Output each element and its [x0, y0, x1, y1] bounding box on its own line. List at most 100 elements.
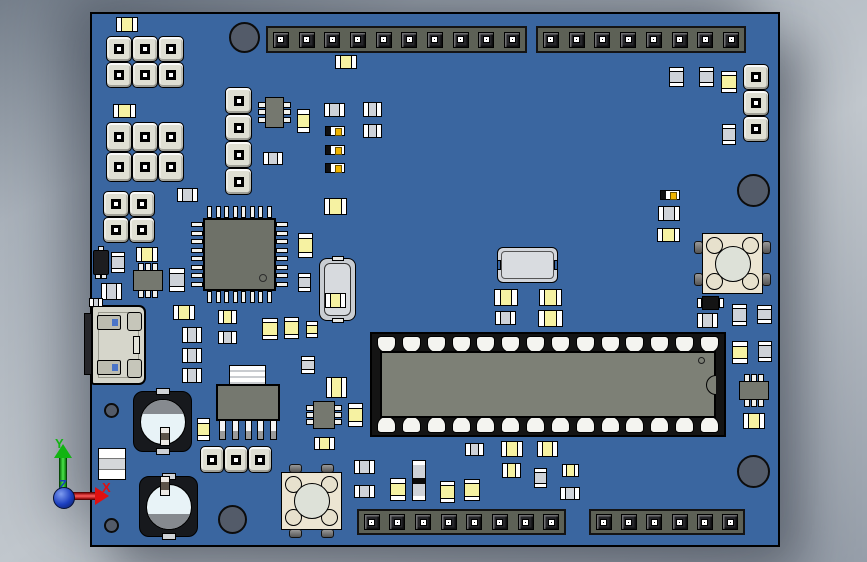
smd-13	[182, 327, 202, 343]
smd-56	[732, 304, 747, 326]
cap-terminal	[183, 369, 187, 382]
smd-12	[218, 331, 237, 344]
cap-body	[340, 56, 352, 68]
button-lead	[694, 241, 703, 254]
cap-terminal	[298, 128, 309, 132]
qfp-pin	[207, 291, 212, 303]
cap-terminal	[355, 461, 359, 473]
cap-terminal	[336, 56, 341, 68]
pin	[137, 263, 144, 271]
smd-34	[538, 310, 563, 327]
qfp-pin	[224, 291, 230, 303]
ic-body	[265, 97, 284, 128]
smd-4	[335, 55, 357, 69]
ic-body	[133, 270, 163, 291]
pin-hole	[114, 70, 124, 80]
pin-hole	[140, 70, 150, 80]
cap-terminal	[502, 442, 507, 456]
smd-38	[354, 485, 375, 498]
cap-terminal	[723, 125, 735, 129]
cap-terminal	[349, 404, 362, 408]
pin-hole	[255, 454, 265, 465]
smd-21	[363, 124, 382, 138]
pin-socket	[743, 90, 769, 116]
dip-pin	[625, 416, 645, 433]
cap-body	[733, 345, 747, 360]
cap-terminal	[219, 332, 223, 343]
cap-terminal	[197, 328, 201, 342]
header-pin	[426, 31, 443, 48]
qfp-pin	[191, 239, 203, 245]
mounting-hole-bottom-right	[737, 455, 770, 488]
resistor-end	[161, 440, 169, 445]
smd-23	[298, 233, 313, 258]
header-pin	[440, 514, 457, 530]
pin-hole	[166, 44, 176, 54]
pin-socket	[158, 152, 184, 182]
header-pin	[696, 514, 713, 530]
smd-58	[732, 341, 748, 364]
cap-body	[318, 438, 331, 449]
cap-terminal	[112, 268, 124, 272]
qfp-pin	[276, 273, 288, 279]
crystal-lid	[501, 251, 554, 279]
pin	[758, 399, 765, 407]
ic-pin-row	[137, 263, 159, 271]
smd-25	[325, 293, 346, 308]
button-corner	[706, 273, 723, 290]
cap-terminal	[733, 305, 746, 309]
band	[99, 458, 125, 470]
header-strip-top-right	[536, 26, 746, 53]
cap-terminal	[99, 299, 102, 306]
button-corner	[321, 509, 338, 526]
qfp-pin-row	[205, 291, 274, 303]
electrolytic-capacitor-2	[139, 473, 198, 540]
body	[413, 483, 425, 496]
pin-block-left-mid	[103, 191, 155, 243]
header-pin	[401, 31, 418, 48]
button-corner	[285, 509, 302, 526]
cap-terminal	[299, 234, 312, 238]
notch	[497, 260, 501, 270]
pin-block-top-left-upper	[106, 36, 184, 88]
origin-sphere	[53, 487, 75, 509]
leg	[231, 420, 239, 440]
pin	[758, 374, 765, 382]
cap-terminal	[285, 318, 298, 322]
axis-z-label: Z	[59, 477, 67, 492]
cap-body	[543, 311, 558, 326]
qfp-pin	[191, 230, 203, 236]
cap-terminal	[183, 328, 187, 342]
pin-socket	[743, 116, 769, 142]
cap-terminal	[327, 378, 331, 397]
cap-body	[358, 486, 371, 497]
smd-11	[218, 310, 237, 324]
smd-52	[722, 124, 736, 145]
header-pin	[595, 514, 612, 530]
pin-socket	[225, 114, 252, 141]
smd-37	[354, 460, 375, 474]
pin-hole	[368, 518, 376, 526]
header-pin	[543, 514, 560, 530]
led-terminal	[326, 164, 332, 172]
dip-chip-body	[380, 351, 716, 418]
pin-socket	[224, 446, 248, 473]
cap-terminal	[152, 248, 157, 261]
led-die	[331, 164, 344, 173]
smd-42	[465, 443, 484, 456]
cap-terminal	[535, 483, 546, 487]
diode	[697, 296, 724, 310]
smd-2	[113, 104, 136, 118]
pin	[334, 418, 342, 425]
leg	[270, 420, 277, 440]
header-pin	[504, 31, 521, 48]
ic-pin-row	[306, 405, 314, 425]
cap-body	[181, 189, 194, 201]
cap-terminal	[496, 312, 500, 324]
cap-terminal	[351, 56, 356, 68]
qfp-pin	[191, 281, 203, 287]
pin-socket	[132, 36, 158, 62]
cap-body	[700, 71, 713, 83]
pin-socket	[158, 36, 184, 62]
